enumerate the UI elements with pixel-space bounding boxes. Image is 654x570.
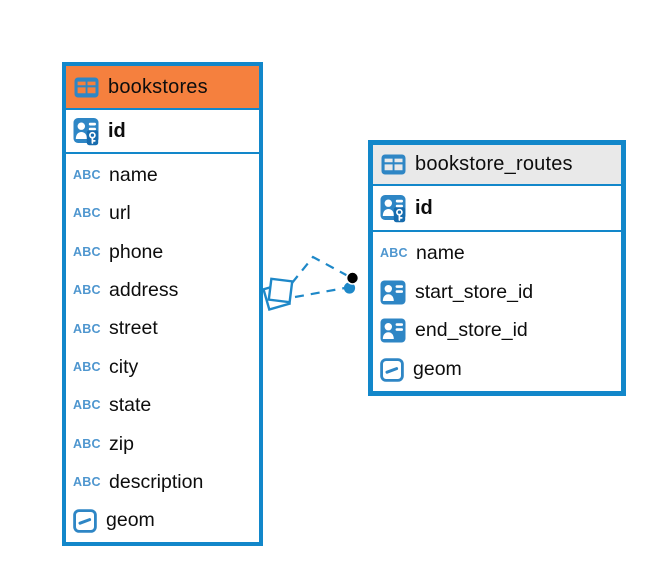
- column-row[interactable]: ABC state: [66, 386, 259, 424]
- column-label: name: [109, 163, 158, 186]
- table-header-bookstore-routes[interactable]: bookstore_routes: [373, 145, 621, 186]
- column-label: id: [415, 196, 433, 219]
- reference-id-icon: [380, 318, 406, 343]
- column-label: zip: [109, 432, 134, 455]
- column-label: url: [109, 202, 131, 225]
- table-bookstores[interactable]: bookstores id ABC name ABC url: [62, 62, 263, 546]
- table-header-bookstores[interactable]: bookstores: [66, 66, 259, 110]
- column-label: state: [109, 394, 152, 417]
- column-label: name: [416, 241, 465, 264]
- reference-id-icon: [380, 280, 406, 305]
- text-type-icon: ABC: [73, 398, 101, 413]
- text-type-icon: ABC: [73, 321, 101, 336]
- table-icon: [74, 77, 99, 97]
- table-icon: [381, 154, 406, 175]
- column-list: ABC name ABC url ABC phone ABC address A…: [66, 154, 259, 542]
- text-type-icon: ABC: [73, 206, 101, 221]
- column-label: end_store_id: [415, 319, 528, 342]
- column-row[interactable]: end_store_id: [373, 312, 621, 351]
- column-row-pk[interactable]: id: [373, 186, 621, 232]
- column-row[interactable]: ABC name: [373, 234, 621, 273]
- primary-key-icon: [380, 194, 406, 222]
- column-label: street: [109, 317, 158, 340]
- column-label: start_store_id: [415, 280, 534, 303]
- text-type-icon: ABC: [380, 246, 408, 261]
- column-row[interactable]: ABC address: [66, 271, 259, 309]
- text-type-icon: ABC: [73, 436, 101, 451]
- column-row[interactable]: ABC name: [66, 156, 259, 194]
- column-row[interactable]: start_store_id: [373, 273, 621, 312]
- relation-endpoint-dot-black[interactable]: [345, 271, 360, 285]
- relation-many-marker[interactable]: [262, 277, 294, 311]
- column-label: address: [109, 278, 179, 301]
- column-row[interactable]: ABC url: [66, 194, 259, 232]
- column-label: id: [108, 119, 126, 142]
- table-title: bookstores: [108, 75, 208, 98]
- column-label: geom: [106, 509, 155, 532]
- column-list: ABC name start_store_id: [373, 232, 621, 391]
- column-row-pk[interactable]: id: [66, 110, 259, 154]
- primary-key-icon: [73, 117, 99, 145]
- table-bookstore-routes[interactable]: bookstore_routes id ABC name: [368, 140, 626, 396]
- relation-line-bottom[interactable]: [294, 286, 346, 299]
- table-title: bookstore_routes: [415, 153, 573, 175]
- column-label: geom: [413, 358, 462, 381]
- column-row[interactable]: geom: [66, 502, 259, 540]
- column-row[interactable]: ABC zip: [66, 425, 259, 463]
- text-type-icon: ABC: [73, 244, 101, 259]
- column-row[interactable]: ABC phone: [66, 233, 259, 271]
- relation-line-top[interactable]: [291, 255, 349, 284]
- column-label: phone: [109, 240, 164, 263]
- geometry-type-icon: [73, 509, 97, 533]
- text-type-icon: ABC: [73, 475, 101, 490]
- text-type-icon: ABC: [73, 359, 101, 374]
- column-label: city: [109, 355, 139, 378]
- column-row[interactable]: geom: [373, 350, 621, 389]
- column-row[interactable]: ABC city: [66, 348, 259, 386]
- relation-endpoint-dot-blue[interactable]: [343, 282, 356, 294]
- text-type-icon: ABC: [73, 167, 101, 182]
- column-row[interactable]: ABC street: [66, 310, 259, 348]
- geometry-type-icon: [380, 357, 404, 382]
- text-type-icon: ABC: [73, 283, 101, 298]
- column-row[interactable]: ABC description: [66, 463, 259, 501]
- column-label: description: [109, 470, 204, 493]
